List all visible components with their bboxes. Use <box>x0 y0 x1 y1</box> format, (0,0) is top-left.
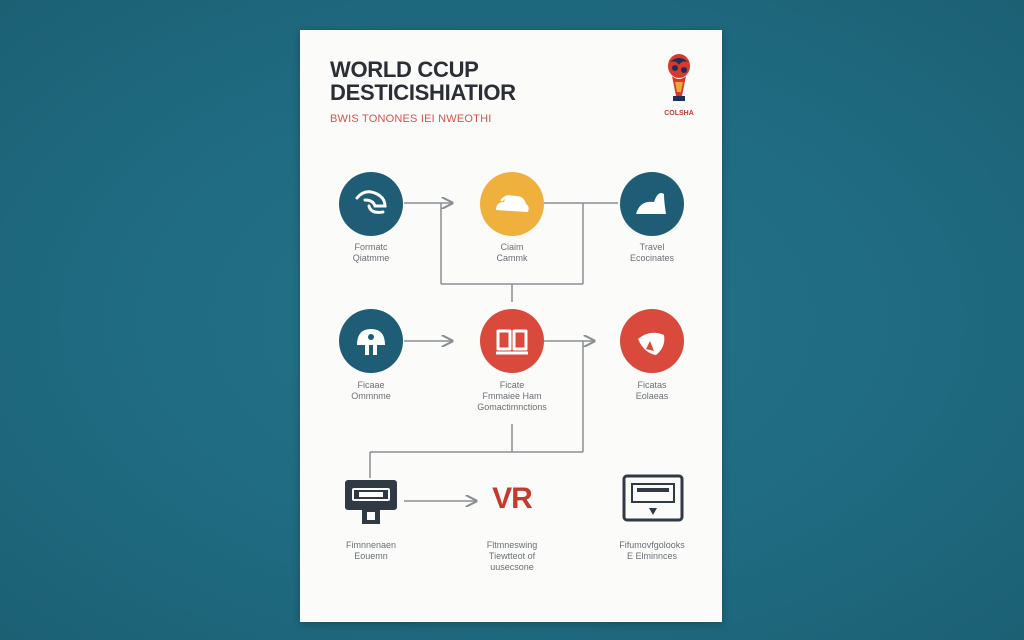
node-n6-label: Ficatas Eolaeas <box>592 380 712 402</box>
trophy-icon <box>668 54 690 101</box>
node-n2-label-line2: Cammk <box>496 253 528 263</box>
world-cup-trophy-logo: COLSHA <box>652 52 706 122</box>
poster-title-line2: DESTICISHIATIOR <box>330 80 516 105</box>
node-n7-label-line1: Fimnnenaen <box>345 540 397 550</box>
node-n1-bg <box>339 172 403 236</box>
node-n8-label: Fltmneswing Tiewtteot of uusecsone <box>452 540 572 573</box>
node-n6-label-line1: Ficatas <box>637 380 667 390</box>
flow-connectors <box>369 30 618 622</box>
node-n2-label: Ciaim Cammk <box>452 242 572 264</box>
node-n4-label: Ficaae Ommnme <box>311 380 431 402</box>
node-n5-label-line3: Gomactimnctions <box>477 402 547 412</box>
node-circle-n1 <box>339 172 403 236</box>
whistle-icon <box>355 190 387 214</box>
node-n3-label-line1: Travel <box>639 242 665 252</box>
node-n2-label-line1: Ciaim <box>500 242 524 252</box>
node-circle-n2 <box>480 172 544 236</box>
node-n7-label: Fimnnenaen Eouemn <box>311 540 431 562</box>
node-n1-label: Formatc Qiatmme <box>311 242 431 264</box>
node-circle-n5 <box>480 309 544 373</box>
node-n8-label-line3: uusecsone <box>490 562 534 572</box>
node-n9-label-line1: Fifumovfgolooks <box>619 540 685 550</box>
node-n4-label-line1: Ficaae <box>357 380 385 390</box>
node-circle-n6 <box>620 309 684 373</box>
poster-subtitle: BWIS TONONES IEI NWEOTHI <box>330 113 492 125</box>
node-n4-label-line2: Ommnme <box>351 391 391 401</box>
poster-title: WORLD CCUP DESTICISHIATIOR <box>330 58 516 104</box>
node-n9-label-line2: E Elminnces <box>626 551 678 561</box>
node-n8-label-line2: Tiewtteot of <box>488 551 536 561</box>
node-n3-label-line2: Ecocinates <box>629 253 675 263</box>
node-n3-label: Travel Ecocinates <box>592 242 712 264</box>
book-icon <box>496 329 528 355</box>
node-n1-label-line2: Qiatmme <box>352 253 390 263</box>
helmet-icon <box>357 329 385 355</box>
node-n5-label: Ficate Fmmaiee Ham Gomactimnctions <box>452 380 572 413</box>
tent-icon <box>636 193 666 214</box>
node-n7-label-line2: Eouemn <box>354 551 388 561</box>
infographic-poster: WORLD CCUP DESTICISHIATIOR BWIS TONONES … <box>300 30 722 622</box>
node-circle-n3 <box>620 172 684 236</box>
emblem-label: COLSHA <box>664 110 694 117</box>
node-n8-label-line1: Fltmneswing <box>486 540 538 550</box>
poster-title-line1: WORLD CCUP <box>330 57 479 82</box>
node-n5-label-line1: Ficate <box>499 380 525 390</box>
vr-label: VR <box>492 482 533 515</box>
node-circle-n4 <box>339 309 403 373</box>
node-n6-label-line2: Eolaeas <box>635 391 669 401</box>
ticket-device-icon <box>345 480 397 524</box>
cloud-icon <box>496 195 529 212</box>
ball-icon <box>638 332 665 355</box>
node-n9-label: Fifumovfgolooks E Elminnces <box>592 540 712 562</box>
monitor-icon <box>622 474 684 522</box>
node-n5-label-line2: Fmmaiee Ham <box>482 391 542 401</box>
node-n1-label-line1: Formatc <box>354 242 388 252</box>
